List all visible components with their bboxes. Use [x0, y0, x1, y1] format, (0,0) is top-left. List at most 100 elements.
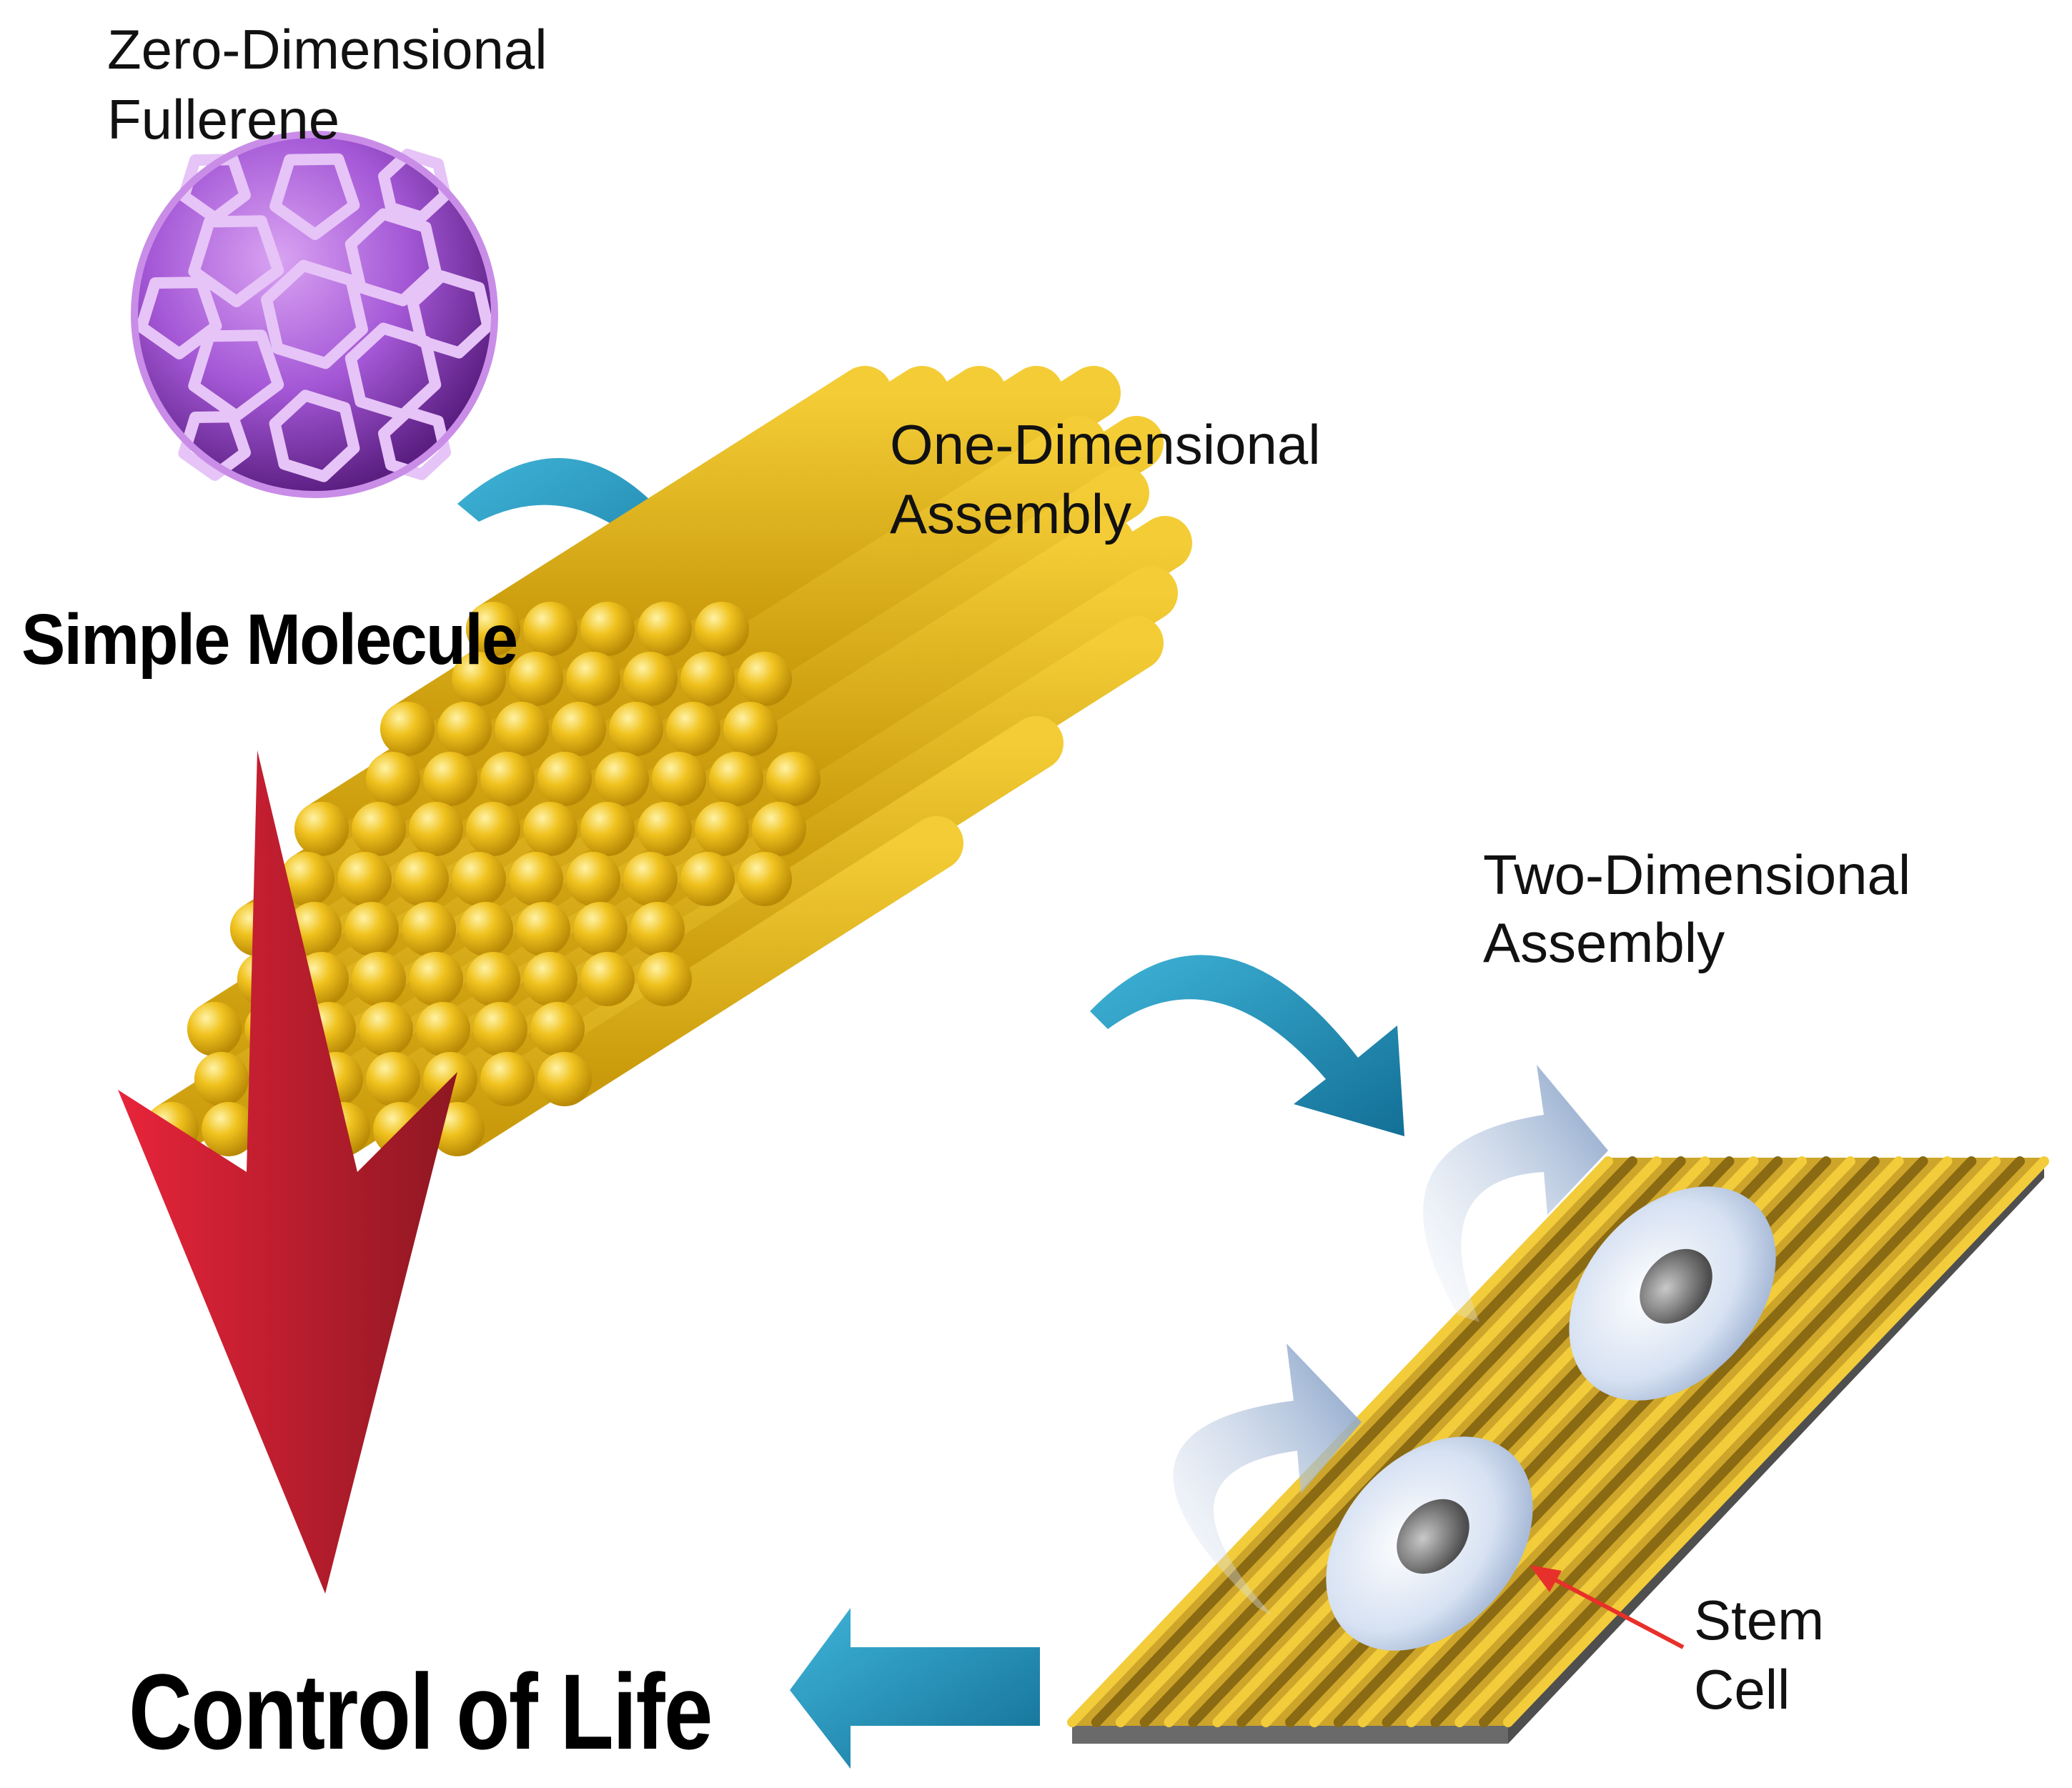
- fiber-rod: [695, 366, 1121, 656]
- substrate-groove: [1479, 1156, 2026, 1727]
- fiber-end: [695, 802, 749, 856]
- fiber-end: [459, 902, 513, 956]
- fiber-end: [452, 852, 506, 906]
- pale-arrow-1: [1423, 1065, 1608, 1322]
- fiber-rod: [523, 366, 949, 656]
- fiber-end: [466, 602, 520, 656]
- blue-left-arrow: [790, 1608, 1040, 1769]
- fiber-end: [187, 1002, 242, 1056]
- fullerene-ring: [378, 406, 451, 480]
- fiber-end: [580, 952, 635, 1006]
- fullerene-ring: [135, 277, 222, 359]
- fiber-rod: [638, 366, 1064, 656]
- fiber-end: [437, 702, 492, 756]
- fiber-end: [738, 852, 792, 906]
- fiber-end: [666, 702, 720, 756]
- label-stem: Stem: [1694, 1589, 1825, 1652]
- fiber-end: [523, 602, 578, 656]
- fiber-end: [359, 1002, 413, 1056]
- substrate-groove: [1382, 1156, 1928, 1727]
- fullerene-ring: [407, 270, 494, 359]
- fiber-rod: [738, 616, 1164, 906]
- fiber-end: [480, 1052, 535, 1106]
- fiber-end: [566, 852, 620, 906]
- fiber-end: [495, 702, 549, 756]
- fiber-rod: [723, 466, 1149, 756]
- fiber-end: [395, 852, 449, 906]
- fiber-end: [466, 952, 520, 1006]
- label-control-of-life: Control of Life: [129, 1652, 713, 1772]
- fullerene-ring: [344, 208, 442, 307]
- label-two-dim-assembly: Assembly: [1483, 911, 1725, 974]
- fiber-end: [409, 802, 463, 856]
- label-cell: Cell: [1694, 1658, 1790, 1721]
- fullerene-ring: [378, 149, 451, 223]
- fiber-end: [416, 1002, 470, 1056]
- fiber-rod: [638, 716, 1064, 1006]
- fullerene-ring: [188, 329, 284, 422]
- fiber-end: [580, 802, 635, 856]
- fiber-end: [537, 752, 592, 806]
- stem-cell-pointer: [1530, 1565, 1685, 1649]
- fiber-end: [366, 1052, 420, 1106]
- fiber-end: [516, 902, 570, 956]
- substrate-groove: [1115, 1156, 1662, 1727]
- fiber-end: [409, 952, 463, 1006]
- fiber-end: [537, 1052, 592, 1106]
- substrate-groove: [1430, 1156, 1977, 1727]
- fiber-end: [595, 752, 649, 806]
- fiber-end: [680, 852, 735, 906]
- label-one-dim-assembly: Assembly: [890, 482, 1132, 545]
- substrate-groove: [1503, 1156, 2049, 1727]
- fullerene-ring: [178, 154, 251, 224]
- blue-arrow-2: [1090, 955, 1404, 1136]
- label-simple-molecule: Simple Molecule: [21, 600, 518, 680]
- fiber-end: [473, 1002, 527, 1056]
- fiber-end: [466, 802, 520, 856]
- fiber-end: [380, 702, 435, 756]
- fiber-end: [523, 802, 578, 856]
- fullerene-icon: [131, 131, 498, 498]
- fiber-end: [509, 852, 563, 906]
- label-zero-dimensional: Zero-Dimensional: [107, 18, 547, 81]
- fiber-rod: [680, 416, 1106, 706]
- fiber-end: [652, 752, 706, 806]
- nanofiber-bundle-icon: [144, 366, 1192, 1156]
- fiber-end: [630, 902, 685, 956]
- label-fullerene: Fullerene: [107, 88, 340, 151]
- fiber-end: [638, 952, 692, 1006]
- stem-cell-icon: [1326, 1186, 1776, 1651]
- fiber-rod: [738, 416, 1164, 706]
- fullerene-ring: [261, 259, 368, 369]
- fiber-end: [280, 852, 334, 906]
- fiber-end: [202, 1102, 256, 1156]
- fiber-end: [552, 702, 606, 756]
- fiber-end: [680, 652, 735, 706]
- fiber-end: [294, 802, 349, 856]
- fiber-end: [352, 952, 406, 1006]
- fiber-end: [723, 702, 778, 756]
- fullerene-ring: [188, 215, 284, 307]
- fiber-rod: [766, 516, 1192, 806]
- fiber-end: [402, 902, 456, 956]
- substrate-groove: [1139, 1156, 1686, 1727]
- fiber-end: [452, 652, 506, 706]
- fullerene-outline: [131, 131, 498, 498]
- fiber-end: [573, 902, 628, 956]
- substrate-groove: [1454, 1156, 2001, 1727]
- fiber-end: [709, 752, 763, 806]
- fiber-end: [423, 752, 477, 806]
- fiber-end: [695, 602, 749, 656]
- fiber-rod: [466, 366, 892, 656]
- fiber-end: [623, 652, 678, 706]
- fiber-end: [337, 852, 392, 906]
- fiber-rod: [709, 516, 1135, 806]
- pale-arrow-2: [1173, 1344, 1362, 1615]
- fiber-end: [638, 602, 692, 656]
- fiber-end: [366, 752, 420, 806]
- fiber-rod: [752, 566, 1178, 856]
- fiber-end: [480, 752, 535, 806]
- fiber-end: [766, 752, 821, 806]
